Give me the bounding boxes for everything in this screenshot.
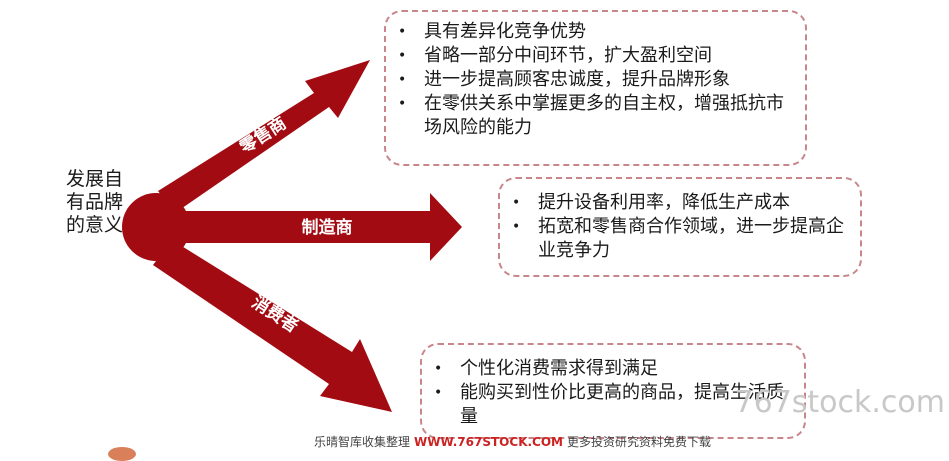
arrow-manufacturer — [160, 193, 462, 261]
footer-prefix: 乐晴智库收集整理 — [314, 435, 411, 449]
bullet-icon: • — [434, 361, 443, 377]
list-item: • 拓宽和零售商合作领域，进一步提高企业竞争力 — [500, 215, 854, 263]
bullet-icon: • — [512, 195, 521, 211]
list-item-text: 进一步提高顾客忠诚度，提升品牌形象 — [424, 69, 730, 90]
arrow-label-manufacturer: 制造商 — [302, 217, 353, 238]
bullet-icon: • — [398, 24, 407, 40]
consumer-benefits-box: • 个性化消费需求得到满足 • 能购买到性价比更高的商品，提高生活质量 — [420, 343, 806, 439]
footer-url-link[interactable]: WWW.767STOCK.COM — [414, 435, 563, 449]
list-item: • 提升设备利用率，降低生产成本 — [500, 191, 854, 215]
bullet-icon: • — [398, 72, 407, 88]
list-item: • 省略一部分中间环节，扩大盈利空间 — [386, 44, 797, 68]
hub-circle — [122, 193, 190, 261]
bullet-icon: • — [398, 96, 407, 112]
retailer-benefits-box: • 具有差异化竞争优势 • 省略一部分中间环节，扩大盈利空间 • 进一步提高顾客忠诚度… — [384, 10, 807, 166]
bullet-icon: • — [398, 48, 407, 64]
list-item-text: 拓宽和零售商合作领域，进一步提高企业竞争力 — [538, 216, 844, 261]
corner-logo-fragment — [108, 447, 136, 461]
manufacturer-benefits-list: • 提升设备利用率，降低生产成本 • 拓宽和零售商合作领域，进一步提高企业竞争力 — [500, 191, 854, 263]
arrow-retailer — [158, 60, 370, 213]
list-item-text: 个性化消费需求得到满足 — [460, 358, 658, 379]
list-item-text: 具有差异化竞争优势 — [424, 21, 586, 42]
arrow-consumer — [153, 240, 392, 412]
center-label: 发展自有品牌的意义 — [66, 168, 124, 236]
list-item-text: 在零供关系中掌握更多的自主权，增强抵抗市场风险的能力 — [424, 93, 784, 138]
list-item: • 能购买到性价比更高的商品，提高生活质量 — [422, 381, 798, 429]
watermark: 767stock.com — [734, 385, 945, 420]
manufacturer-benefits-box: • 提升设备利用率，降低生产成本 • 拓宽和零售商合作领域，进一步提高企业竞争力 — [498, 177, 862, 277]
list-item: • 具有差异化竞争优势 — [386, 20, 797, 44]
retailer-benefits-list: • 具有差异化竞争优势 • 省略一部分中间环节，扩大盈利空间 • 进一步提高顾客忠诚度… — [386, 20, 797, 140]
consumer-benefits-list: • 个性化消费需求得到满足 • 能购买到性价比更高的商品，提高生活质量 — [422, 357, 798, 429]
list-item: • 个性化消费需求得到满足 — [422, 357, 798, 381]
bullet-icon: • — [512, 219, 521, 235]
list-item: • 在零供关系中掌握更多的自主权，增强抵抗市场风险的能力 — [386, 92, 797, 140]
list-item-text: 能购买到性价比更高的商品，提高生活质量 — [460, 382, 784, 427]
list-item-text: 省略一部分中间环节，扩大盈利空间 — [424, 45, 712, 66]
bullet-icon: • — [434, 385, 443, 401]
list-item: • 进一步提高顾客忠诚度，提升品牌形象 — [386, 68, 797, 92]
footer-suffix: 更多投资研究资料免费下载 — [567, 435, 712, 449]
list-item-text: 提升设备利用率，降低生产成本 — [538, 192, 790, 213]
